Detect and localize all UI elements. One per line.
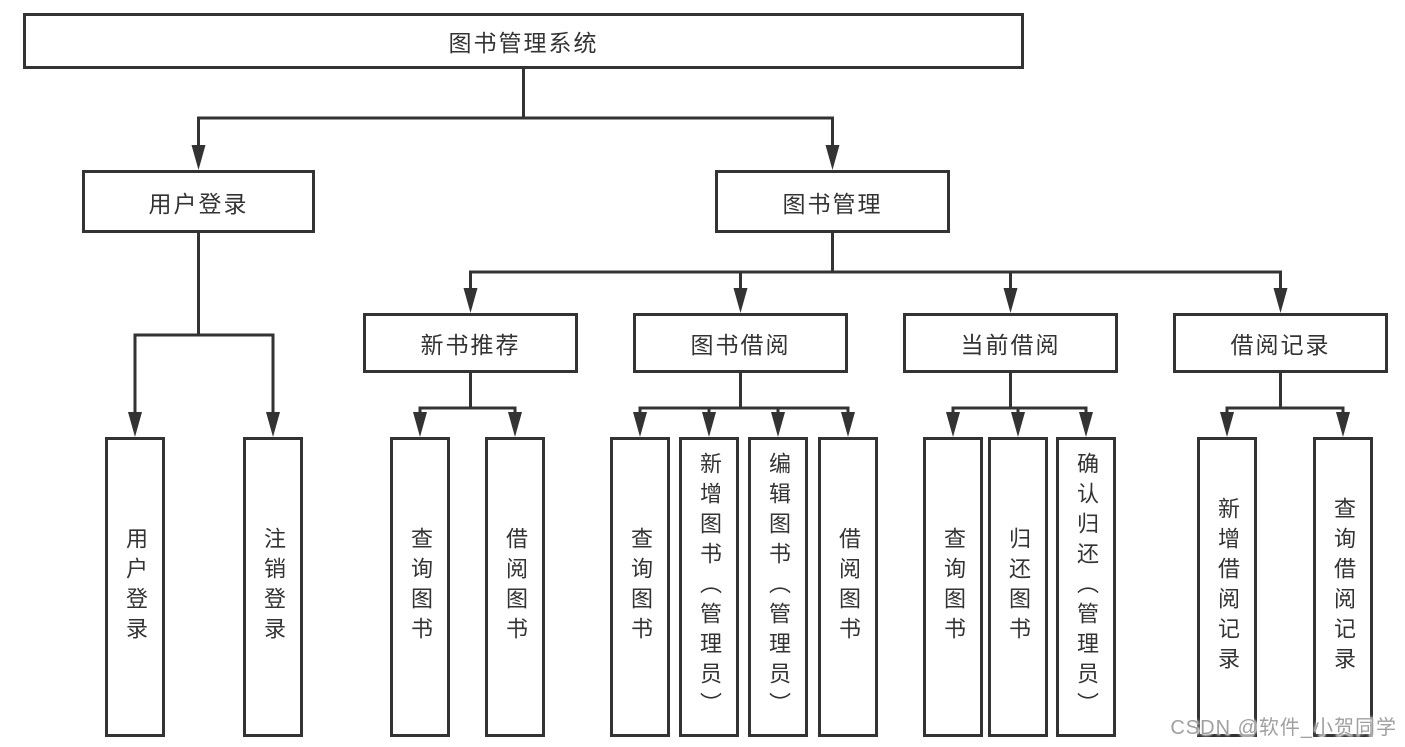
leaf-newbook-borrow-book: 借阅图书 bbox=[485, 437, 545, 737]
node-book-borrow-label: 图书借阅 bbox=[690, 332, 791, 358]
leaf-borrow-add-book-admin: 新增图书（管理员） bbox=[679, 437, 739, 737]
leaf-newbook-query-book-label: 查询图书 bbox=[408, 527, 433, 647]
leaf-user-login: 用户登录 bbox=[105, 437, 165, 737]
arrowhead bbox=[1011, 412, 1025, 437]
node-user-login: 用户登录 bbox=[82, 170, 315, 233]
node-book-management: 图书管理 bbox=[715, 170, 950, 233]
leaf-borrow-query-book-label: 查询图书 bbox=[628, 527, 653, 647]
connector-user-login-to-leaves bbox=[128, 231, 280, 437]
arrowhead bbox=[1273, 288, 1288, 313]
leaf-records-add-record: 新增借阅记录 bbox=[1197, 437, 1257, 737]
arrowhead bbox=[266, 412, 280, 437]
arrowhead bbox=[463, 288, 478, 313]
node-library-management-system: 图书管理系统 bbox=[23, 13, 1024, 69]
arrowhead bbox=[825, 145, 840, 170]
leaf-borrow-edit-book-admin-label: 编辑图书（管理员） bbox=[766, 452, 791, 722]
node-new-book-recommend-label: 新书推荐 bbox=[420, 332, 521, 358]
connector-root-to-level2 bbox=[191, 67, 840, 170]
arrowhead bbox=[128, 412, 142, 437]
leaf-user-login-label: 用户登录 bbox=[123, 527, 148, 647]
arrowhead bbox=[508, 412, 522, 437]
arrowhead bbox=[191, 145, 206, 170]
node-library-management-system-label: 图书管理系统 bbox=[448, 30, 599, 56]
leaf-current-return-book: 归还图书 bbox=[988, 437, 1048, 737]
connector-current-borrow-to-leaves bbox=[946, 371, 1093, 437]
connector-book-management-to-level3 bbox=[463, 231, 1288, 313]
node-user-login-label: 用户登录 bbox=[148, 190, 249, 217]
arrowhead bbox=[841, 412, 855, 437]
node-current-borrow-label: 当前借阅 bbox=[960, 332, 1061, 358]
arrowhead bbox=[633, 412, 647, 437]
arrowhead bbox=[771, 412, 785, 437]
arrowhead bbox=[946, 412, 960, 437]
arrowhead bbox=[733, 288, 748, 313]
connector-borrow-records-to-leaves bbox=[1220, 371, 1350, 437]
leaf-current-query-book: 查询图书 bbox=[923, 437, 983, 737]
connector-new-book-recommend-to-leaves bbox=[413, 371, 522, 437]
leaf-borrow-borrow-book: 借阅图书 bbox=[818, 437, 878, 737]
node-current-borrow: 当前借阅 bbox=[903, 313, 1118, 373]
leaf-borrow-edit-book-admin: 编辑图书（管理员） bbox=[748, 437, 808, 737]
arrowhead bbox=[413, 412, 427, 437]
leaf-logout-login-label: 注销登录 bbox=[261, 527, 286, 647]
arrowhead bbox=[1336, 412, 1350, 437]
leaf-borrow-query-book: 查询图书 bbox=[610, 437, 670, 737]
leaf-newbook-borrow-book-label: 借阅图书 bbox=[503, 527, 528, 647]
node-new-book-recommend: 新书推荐 bbox=[363, 313, 578, 373]
leaf-current-confirm-return-admin-label: 确认归还（管理员） bbox=[1074, 452, 1099, 722]
leaf-records-query-record: 查询借阅记录 bbox=[1313, 437, 1373, 737]
leaf-borrow-add-book-admin-label: 新增图书（管理员） bbox=[697, 452, 722, 722]
leaf-current-return-book-label: 归还图书 bbox=[1006, 527, 1031, 647]
leaf-newbook-query-book: 查询图书 bbox=[390, 437, 450, 737]
node-borrow-records: 借阅记录 bbox=[1173, 313, 1388, 373]
leaf-records-query-record-label: 查询借阅记录 bbox=[1331, 497, 1356, 677]
node-book-management-label: 图书管理 bbox=[782, 190, 883, 217]
leaf-logout-login: 注销登录 bbox=[243, 437, 303, 737]
leaf-records-add-record-label: 新增借阅记录 bbox=[1215, 497, 1240, 677]
arrowhead bbox=[702, 412, 716, 437]
arrowhead bbox=[1079, 412, 1093, 437]
watermark-csdn: CSDN @软件_小贺同学 bbox=[1170, 717, 1397, 739]
node-book-borrow: 图书借阅 bbox=[633, 313, 848, 373]
leaf-current-query-book-label: 查询图书 bbox=[941, 527, 966, 647]
arrowhead bbox=[1220, 412, 1234, 437]
leaf-borrow-borrow-book-label: 借阅图书 bbox=[836, 527, 861, 647]
arrowhead bbox=[1003, 288, 1018, 313]
leaf-current-confirm-return-admin: 确认归还（管理员） bbox=[1056, 437, 1116, 737]
node-borrow-records-label: 借阅记录 bbox=[1230, 332, 1331, 358]
connector-book-borrow-to-leaves bbox=[633, 371, 855, 437]
